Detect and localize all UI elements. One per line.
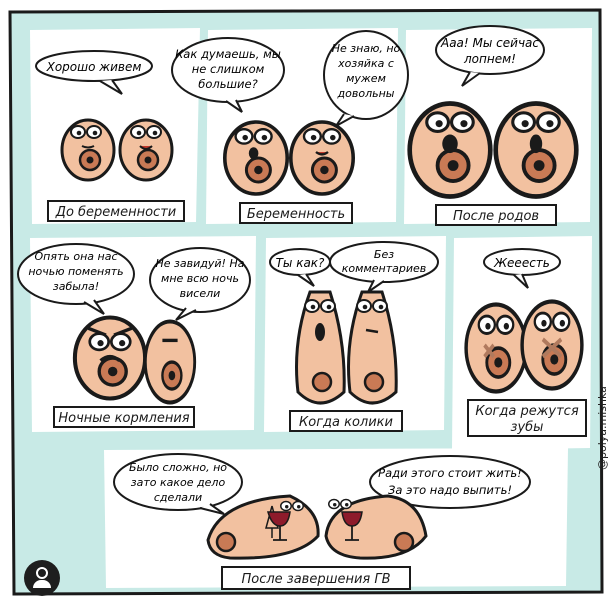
breast-character-left bbox=[295, 290, 346, 405]
panel-1: Хорошо живем До беременности bbox=[35, 50, 185, 222]
bubble-line: хозяйка с bbox=[337, 57, 394, 70]
speech-bubble: Ты как? bbox=[269, 248, 331, 287]
caption-text: После родов bbox=[453, 209, 539, 224]
panel-3: Ааа! Мы сейчас лопнем! После родов bbox=[410, 25, 577, 226]
bubble-line: мужем bbox=[346, 72, 386, 85]
bubble-line: лопнем! bbox=[463, 52, 516, 66]
breast-character-right bbox=[522, 302, 582, 389]
caption-text: Ночные кормления bbox=[58, 411, 189, 426]
caption-text: Беременность bbox=[247, 207, 345, 222]
avatar-head bbox=[36, 567, 48, 579]
bubble-line: зато какое дело bbox=[131, 476, 226, 489]
panel-5: Ты как? Без комментариев Когда колики bbox=[269, 241, 439, 432]
panel-caption: Ночные кормления bbox=[53, 406, 195, 428]
breast-character-left bbox=[466, 305, 526, 392]
panel-2: Как думаешь, мы не слишком большие? Не з… bbox=[171, 30, 409, 224]
breast-character-left bbox=[60, 118, 116, 182]
bubble-line: мне всю ночь bbox=[161, 272, 239, 285]
speech-bubble: Не знаю, но хозяйка с мужем довольны bbox=[323, 30, 409, 127]
author-credit: @polya.mishka bbox=[596, 386, 609, 470]
speech-bubble: Как думаешь, мы не слишком большие? bbox=[171, 37, 285, 113]
bubble-line: За это надо выпить! bbox=[388, 483, 512, 497]
breast-character-left bbox=[410, 104, 491, 197]
speech-bubble: Хорошо живем bbox=[35, 50, 153, 95]
user-icon[interactable] bbox=[24, 560, 60, 596]
bubble-line: комментариев bbox=[342, 262, 426, 275]
bubble-line: Не завидуй! На bbox=[156, 257, 245, 270]
avatar-body bbox=[33, 580, 51, 588]
speech-bubble: Было сложно, но зато какое дело сделали bbox=[113, 453, 243, 515]
caption-text: Когда колики bbox=[299, 415, 393, 430]
bubble-line: забыла! bbox=[53, 280, 99, 293]
wine-glass-icon bbox=[267, 511, 291, 541]
caption-text: До беременности bbox=[55, 205, 176, 220]
bubble-text: Жееесть bbox=[493, 256, 550, 270]
bubble-line: Без bbox=[374, 248, 394, 261]
speech-bubble: Не завидуй! На мне всю ночь висели bbox=[149, 247, 251, 321]
breast-character-right bbox=[324, 494, 428, 560]
bubble-line: Опять она нас bbox=[35, 250, 118, 263]
speech-bubble: Опять она нас ночью поменять забыла! bbox=[17, 243, 135, 315]
wine-glass-icon bbox=[341, 511, 363, 541]
caption-line: Когда режутся bbox=[475, 404, 578, 419]
panel-caption: Когда колики bbox=[289, 410, 403, 432]
breast-character-right bbox=[496, 104, 577, 197]
panel-caption: До беременности bbox=[47, 200, 185, 222]
bubble-text: Хорошо живем bbox=[46, 60, 142, 74]
bubble-line: Не знаю, но bbox=[332, 42, 401, 55]
breast-character-right bbox=[118, 118, 174, 182]
bubble-line: Ради этого стоит жить! bbox=[378, 466, 522, 480]
bubble-line: большие? bbox=[198, 77, 257, 91]
breast-character-left bbox=[223, 120, 290, 196]
caption-line: зубы bbox=[511, 420, 544, 435]
bubble-line: не слишком bbox=[192, 62, 265, 76]
bubble-text: Ты как? bbox=[276, 256, 325, 270]
panel-caption: Беременность bbox=[239, 202, 353, 224]
breast-character-right bbox=[347, 290, 398, 405]
panel-caption: После завершения ГВ bbox=[221, 566, 411, 590]
bubble-line: Ааа! Мы сейчас bbox=[440, 36, 539, 50]
breast-character-right bbox=[288, 120, 356, 196]
panel-7: Было сложно, но зато какое дело сделали … bbox=[113, 453, 531, 590]
panel-caption: Когда режутся зубы bbox=[467, 399, 587, 437]
bubble-line: сделали bbox=[154, 491, 202, 504]
speech-bubble: Жееесть bbox=[483, 248, 561, 289]
bubble-line: Как думаешь, мы bbox=[175, 47, 281, 61]
bubble-line: Было сложно, но bbox=[129, 461, 227, 474]
panel-4: Опять она нас ночью поменять забыла! Не … bbox=[17, 243, 251, 428]
caption-text: После завершения ГВ bbox=[241, 572, 390, 587]
breast-character-right bbox=[145, 322, 194, 403]
panel-6: Жееесть Когда режутся зубы bbox=[466, 248, 587, 437]
bubble-line: ночью поменять bbox=[28, 265, 123, 278]
speech-bubble: Ааа! Мы сейчас лопнем! bbox=[435, 25, 545, 87]
panel-caption: После родов bbox=[435, 204, 557, 226]
speech-bubble: Без комментариев bbox=[329, 241, 439, 293]
speech-bubble: Ради этого стоит жить! За это надо выпит… bbox=[369, 455, 531, 511]
breast-character-left bbox=[75, 318, 145, 399]
bubble-line: довольны bbox=[337, 87, 395, 100]
bubble-line: висели bbox=[180, 287, 221, 300]
